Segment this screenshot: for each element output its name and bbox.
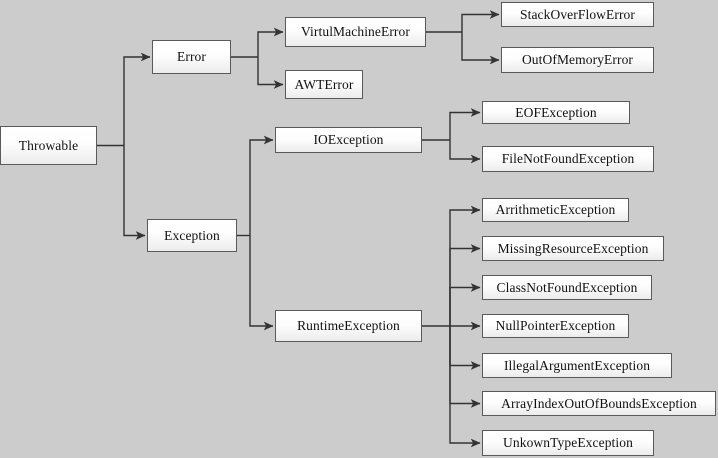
- node-filenotfoundexception[interactable]: FileNotFoundException: [482, 146, 654, 172]
- node-runtimeexception[interactable]: RuntimeException: [275, 310, 422, 342]
- node-label: OutOfMemoryError: [521, 52, 634, 68]
- node-missingresourceexception[interactable]: MissingResourceException: [482, 236, 664, 261]
- node-label: FileNotFoundException: [501, 151, 635, 167]
- node-label: RuntimeException: [297, 318, 400, 334]
- node-label: Throwable: [18, 137, 79, 153]
- node-awterror[interactable]: AWTError: [285, 70, 363, 99]
- node-label: UnkownTypeException: [503, 435, 633, 451]
- node-arrithmeticexception[interactable]: ArrithmeticException: [482, 198, 629, 222]
- node-throwable[interactable]: Throwable: [0, 126, 97, 165]
- node-classnotfoundexception[interactable]: ClassNotFoundException: [482, 275, 652, 300]
- node-stackoverflowerror[interactable]: StackOverFlowError: [501, 2, 654, 27]
- node-nullpointerexception[interactable]: NullPointerException: [482, 314, 629, 338]
- node-virtulmachineerror[interactable]: VirtulMachineError: [285, 17, 426, 47]
- node-exception[interactable]: Exception: [147, 219, 237, 252]
- node-label: IllegalArgumentException: [503, 357, 651, 373]
- node-label: MissingResourceException: [497, 240, 649, 256]
- node-eofexception[interactable]: EOFException: [482, 101, 630, 124]
- node-label: ArrithmeticException: [495, 202, 616, 218]
- node-label: NullPointerException: [495, 318, 616, 334]
- node-outofmemoryerror[interactable]: OutOfMemoryError: [501, 47, 654, 73]
- node-label: ClassNotFoundException: [496, 279, 638, 295]
- node-error[interactable]: Error: [152, 40, 231, 74]
- node-unkowntypeexception[interactable]: UnkownTypeException: [482, 430, 654, 456]
- node-label: EOFException: [515, 104, 597, 120]
- node-label: StackOverFlowError: [519, 6, 636, 22]
- node-label: ArrayIndexOutOfBoundsException: [501, 395, 697, 411]
- node-label: VirtulMachineError: [301, 24, 410, 40]
- node-label: IOException: [313, 132, 384, 148]
- node-arrayindexoutofboundsexception[interactable]: ArrayIndexOutOfBoundsException: [482, 391, 716, 416]
- node-label: AWTError: [294, 76, 354, 92]
- node-ioexception[interactable]: IOException: [275, 127, 422, 153]
- node-label: Error: [177, 49, 206, 65]
- node-illegalargumentexception[interactable]: IllegalArgumentException: [482, 353, 672, 378]
- node-label: Exception: [164, 227, 220, 243]
